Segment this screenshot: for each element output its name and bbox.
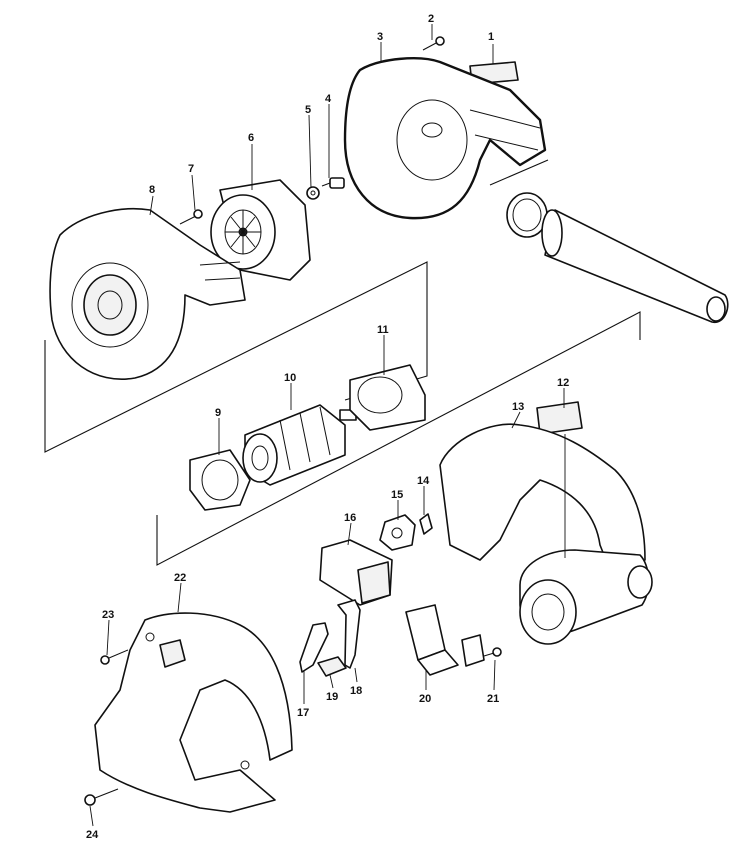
- part-18-terminal: [337, 599, 361, 669]
- callout-17: 17: [297, 707, 309, 719]
- part-9-end-cap: [189, 449, 251, 511]
- callout-4: 4: [325, 93, 332, 105]
- nozzle-tube: [541, 209, 729, 323]
- callout-12: 12: [557, 377, 569, 389]
- callout-22: 22: [174, 572, 186, 584]
- part-13-handle-housing: [439, 423, 653, 645]
- callout-13: 13: [512, 401, 524, 413]
- part-7-screw: [179, 209, 203, 225]
- callout-8: 8: [149, 184, 155, 196]
- callout-21: 21: [487, 693, 499, 705]
- part-16-switch: [319, 539, 393, 606]
- callout-10: 10: [284, 372, 296, 384]
- callout-5: 5: [305, 104, 311, 116]
- part-5-washer: [306, 186, 320, 200]
- part-4-bolt: [321, 177, 345, 189]
- part-6-fan-impeller: [210, 179, 311, 281]
- callouts: 1 2 3 4 5 6 7 8 9 10 11 12 13 14 15 16 1…: [86, 13, 569, 841]
- part-10-motor: [242, 404, 357, 486]
- part-15-switch-bracket: [379, 514, 416, 551]
- callout-20: 20: [419, 693, 431, 705]
- callout-3: 3: [377, 31, 383, 43]
- part-17-terminal: [299, 622, 329, 673]
- part-19-block: [317, 656, 347, 677]
- part-22-handle-cover: [94, 612, 293, 813]
- part-3-blower-housing-rear: [343, 57, 547, 220]
- callout-18: 18: [350, 685, 362, 697]
- part-24-screw: [84, 788, 119, 806]
- callout-1: 1: [488, 31, 494, 43]
- callout-7: 7: [188, 163, 194, 175]
- part-20-bracket: [405, 604, 459, 676]
- callout-16: 16: [344, 512, 356, 524]
- part-8-blower-housing-front: [49, 207, 246, 380]
- callout-2: 2: [428, 13, 434, 25]
- callout-14: 14: [417, 475, 430, 487]
- part-2-screw: [422, 36, 445, 51]
- callout-6: 6: [248, 132, 254, 144]
- leader-lines: [89, 24, 566, 827]
- callout-24: 24: [86, 829, 99, 841]
- callout-19: 19: [326, 691, 338, 703]
- part-21-screw: [461, 634, 502, 667]
- callout-11: 11: [377, 324, 389, 336]
- nozzle-ring: [506, 192, 548, 238]
- part-23-screw: [100, 649, 129, 665]
- callout-15: 15: [391, 489, 403, 501]
- callout-9: 9: [215, 407, 221, 419]
- part-14-clip: [419, 513, 433, 535]
- part-11-sleeve: [349, 364, 426, 431]
- callout-23: 23: [102, 609, 114, 621]
